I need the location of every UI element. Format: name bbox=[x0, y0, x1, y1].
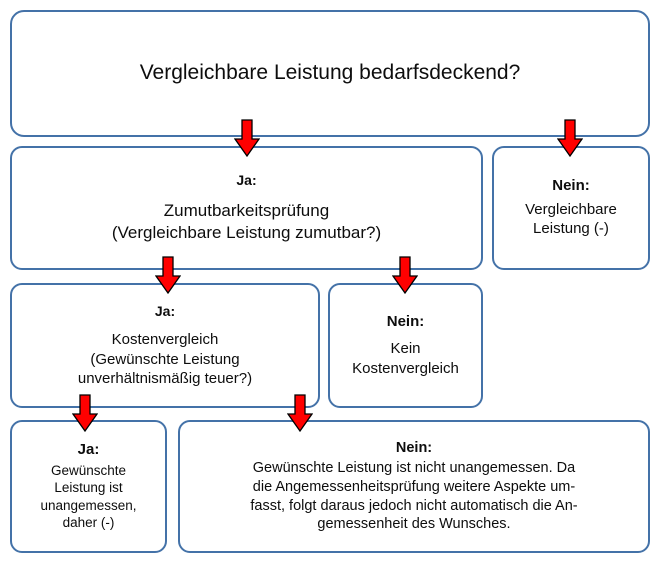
node-ja1-header: Ja: bbox=[236, 172, 257, 189]
node-nein2-body: Kein Kostenvergleich bbox=[352, 339, 459, 378]
node-zumutbarkeitspruefung[interactable]: Ja: Zumutbarkeitsprüfung (Vergleichbare … bbox=[10, 146, 483, 270]
node-nein2-line2: Kostenvergleich bbox=[352, 359, 459, 377]
node-ja2-line3: unverhältnismäßig teuer?) bbox=[77, 370, 253, 387]
down-arrow-icon bbox=[72, 394, 98, 432]
node-ja2-line2: (Gewünschte Leistung bbox=[90, 350, 240, 368]
node-ja3-line1: Gewünschte bbox=[50, 462, 127, 478]
node-ja3-line3: unangemessen, bbox=[40, 497, 137, 513]
node-nein2-header: Nein: bbox=[386, 312, 425, 330]
node-unangemessen[interactable]: Ja: Gewünschte Leistung ist unangemessen… bbox=[10, 420, 167, 553]
node-nein3-line2: die Angemessenheitsprüfung weitere Aspek… bbox=[252, 478, 576, 495]
down-arrow-icon bbox=[155, 256, 181, 294]
node-vergleichbare-leistung-negativ[interactable]: Nein: Vergleichbare Leistung (-) bbox=[492, 146, 650, 270]
node-root-title: Vergleichbare Leistung bedarfsdeckend? bbox=[139, 61, 521, 85]
node-ja2-header: Ja: bbox=[154, 302, 176, 319]
node-nein1-body: Vergleichbare Leistung (-) bbox=[525, 200, 617, 239]
node-nein3-body: Gewünschte Leistung ist nicht unangemess… bbox=[250, 459, 577, 534]
node-ja3-header: Ja: bbox=[77, 441, 100, 459]
node-ja1-line2: (Vergleichbare Leistung zumutbar?) bbox=[111, 222, 382, 242]
node-nein1-line1: Vergleichbare bbox=[525, 200, 617, 218]
node-nicht-unangemessen[interactable]: Nein: Gewünschte Leistung ist nicht unan… bbox=[178, 420, 650, 553]
node-kein-kostenvergleich[interactable]: Nein: Kein Kostenvergleich bbox=[328, 283, 483, 408]
node-ja3-line2: Leistung ist bbox=[54, 480, 123, 496]
node-ja1-line1: Zumutbarkeitsprüfung bbox=[163, 200, 330, 220]
node-root-question[interactable]: Vergleichbare Leistung bedarfsdeckend? bbox=[10, 10, 650, 137]
node-nein3-line3: fasst, folgt daraus jedoch nicht automat… bbox=[250, 497, 578, 514]
node-ja3-body: Gewünschte Leistung ist unangemessen, da… bbox=[40, 462, 136, 532]
node-kostenvergleich[interactable]: Ja: Kostenvergleich (Gewünschte Leistung… bbox=[10, 283, 320, 408]
node-nein3-header: Nein: bbox=[395, 439, 433, 456]
down-arrow-icon bbox=[392, 256, 418, 294]
node-nein1-line2: Leistung (-) bbox=[533, 220, 609, 238]
node-ja2-body: Kostenvergleich (Gewünschte Leistung unv… bbox=[78, 330, 252, 389]
node-ja1-body: Zumutbarkeitsprüfung (Vergleichbare Leis… bbox=[112, 200, 381, 244]
down-arrow-icon bbox=[287, 394, 313, 432]
node-nein3-line1: Gewünschte Leistung ist nicht unangemess… bbox=[252, 459, 576, 476]
node-nein2-line1: Kein bbox=[390, 340, 421, 358]
node-ja3-line4: daher (-) bbox=[62, 515, 115, 531]
node-nein3-line4: gemessenheit des Wunsches. bbox=[317, 516, 511, 533]
node-nein1-header: Nein: bbox=[552, 177, 590, 195]
down-arrow-icon bbox=[557, 119, 583, 157]
node-ja2-line1: Kostenvergleich bbox=[111, 331, 219, 348]
down-arrow-icon bbox=[234, 119, 260, 157]
